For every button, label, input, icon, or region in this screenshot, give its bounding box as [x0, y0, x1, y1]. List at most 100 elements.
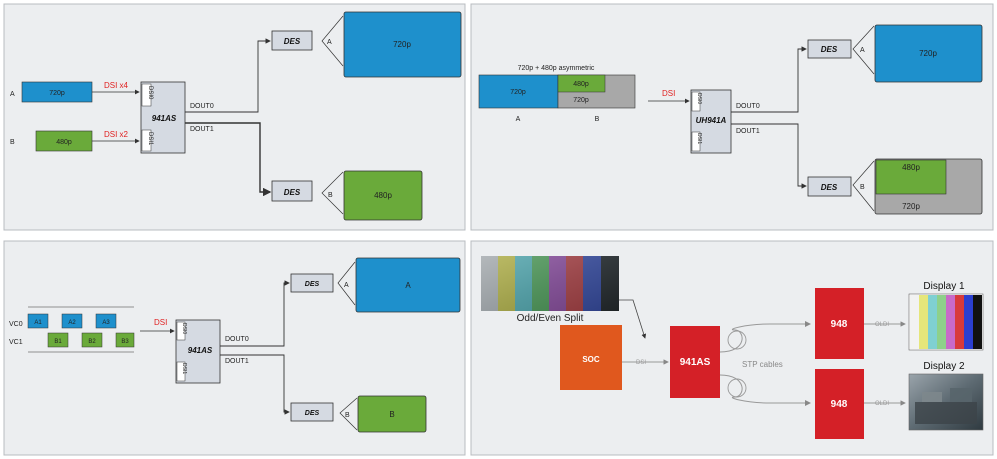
display-720p-label: 720p — [393, 40, 411, 49]
dout1-link — [185, 122, 272, 197]
display-480p-label: 480p — [902, 163, 920, 172]
des-bottom-label: DES — [821, 183, 838, 192]
panel-virtual-channels: VC0 VC1 A1 A2 A3 B1 B2 B3 DSI DSI0 DSI1 … — [3, 240, 466, 456]
dout0-link — [220, 280, 290, 347]
soc-dsi-label: DSI — [636, 360, 646, 366]
dsi0-port — [691, 91, 701, 112]
des-top-box — [271, 30, 313, 51]
vc0-a1-label: A1 — [34, 320, 42, 326]
bar-green — [937, 295, 946, 349]
des-bottom-box — [290, 402, 334, 422]
thumb-bar — [601, 256, 619, 311]
chip-941as-label: 941AS — [188, 346, 213, 355]
thumb-bar — [566, 256, 583, 311]
source-480p-label: 480p — [56, 139, 72, 146]
dsi-x2-label: DSI x2 — [104, 130, 129, 139]
display-a — [355, 257, 461, 313]
vc0-a3 — [95, 313, 117, 329]
display-b-label: B — [389, 410, 394, 419]
dsi-label: DSI — [154, 318, 167, 327]
des-top-label: DES — [284, 37, 301, 46]
asymmetric-caption: 720p + 480p asymmetric — [518, 65, 595, 72]
cable-coil-bottom — [727, 378, 747, 398]
link-to-display-a — [321, 15, 344, 67]
bar-red — [955, 295, 964, 349]
display-720p — [874, 24, 983, 83]
cable-coil-top — [727, 330, 747, 350]
display-720p-b-label: 720p — [902, 202, 920, 211]
display-a-label: A — [405, 281, 411, 290]
des-top-label: DES — [821, 45, 838, 54]
source-720p-label: 720p — [49, 90, 65, 97]
thumb-bar — [515, 256, 532, 311]
display1-color-bars — [908, 293, 984, 351]
display2-label: Display 2 — [923, 361, 965, 372]
output-b-label: B — [345, 412, 350, 419]
display2-scene-detail — [922, 392, 942, 402]
dout1-link — [220, 354, 290, 415]
dsi1-port — [176, 361, 186, 382]
dout0-label: DOUT0 — [736, 103, 760, 110]
des-bottom-box — [807, 176, 852, 197]
frame-b-label: B — [595, 116, 600, 123]
display-720p-label: 720p — [919, 49, 937, 58]
dsi-x4-label: DSI x4 — [104, 81, 129, 90]
dsi1-label: DSI1 — [696, 133, 702, 144]
source-image-thumbnail — [481, 256, 619, 311]
dout0-label: DOUT0 — [190, 103, 214, 110]
link-to-display-b — [339, 397, 358, 431]
split-to-chip-arrow — [619, 299, 647, 339]
odd-even-split-label: Odd/Even Split — [517, 313, 584, 324]
thumb-bar — [583, 256, 601, 311]
dout1-label: DOUT1 — [190, 126, 214, 133]
panel-dsi-dual-port: A B 720p 480p DSI x4 DSI x2 DSI0 DSI1 94… — [3, 3, 466, 231]
deserializer-948-top — [815, 288, 864, 359]
serializer-941as-chip — [670, 326, 720, 398]
link-to-display-a — [852, 25, 875, 75]
display1-label: Display 1 — [923, 281, 965, 292]
dsi1-label: DSI1 — [147, 132, 153, 146]
display2-scene-detail — [915, 402, 977, 424]
dsi0-label: DSI0 — [696, 93, 702, 104]
vc0-a1 — [27, 313, 49, 329]
oldi-top-label: OLDI — [875, 322, 889, 328]
vc0-a2 — [61, 313, 83, 329]
dsi1-label: DSI1 — [181, 363, 187, 374]
des-bottom-label: DES — [305, 410, 320, 417]
dout1-label: DOUT1 — [225, 358, 249, 365]
vc1-label: VC1 — [9, 339, 23, 346]
input-a-label: A — [10, 91, 15, 98]
stp-cable-top — [719, 321, 811, 353]
link-to-display-a — [337, 261, 356, 306]
frame-a-label: A — [516, 116, 521, 123]
dsi0-port — [141, 83, 152, 107]
output-b-label: B — [860, 184, 865, 191]
dout0-link — [731, 46, 807, 113]
dsi-label: DSI — [662, 89, 675, 98]
frame-720p-label: 720p — [510, 89, 526, 96]
vc1-b2 — [81, 332, 103, 348]
bar-white — [910, 295, 919, 349]
panel-odd-even-split: Odd/Even Split SOC DSI 941AS STP cables … — [470, 240, 994, 456]
vc1-b2-label: B2 — [88, 339, 96, 345]
bar-blue — [964, 295, 973, 349]
frame-720p-region — [478, 74, 559, 109]
thumb-bar — [481, 256, 498, 311]
vc0-a2-label: A2 — [68, 320, 76, 326]
bar-cyan — [928, 295, 937, 349]
frame-720p-b-label: 720p — [573, 97, 589, 104]
soc-label: SOC — [582, 355, 600, 364]
dsi1-port — [691, 131, 701, 152]
link-to-display-b — [321, 171, 344, 215]
panel-asymmetric-split: 720p + 480p asymmetric 720p 480p 720p A … — [470, 3, 994, 231]
dsi1-port — [141, 129, 152, 152]
bar-magenta — [946, 295, 955, 349]
thumb-bar — [498, 256, 515, 311]
display-480p-region — [875, 159, 947, 195]
dout1-link — [731, 123, 807, 189]
frame-480p-region — [557, 74, 606, 93]
input-b-label: B — [10, 139, 15, 146]
stp-cables-label: STP cables — [742, 360, 783, 369]
chip-941as-label: 941AS — [680, 357, 711, 368]
display-b — [357, 395, 427, 433]
